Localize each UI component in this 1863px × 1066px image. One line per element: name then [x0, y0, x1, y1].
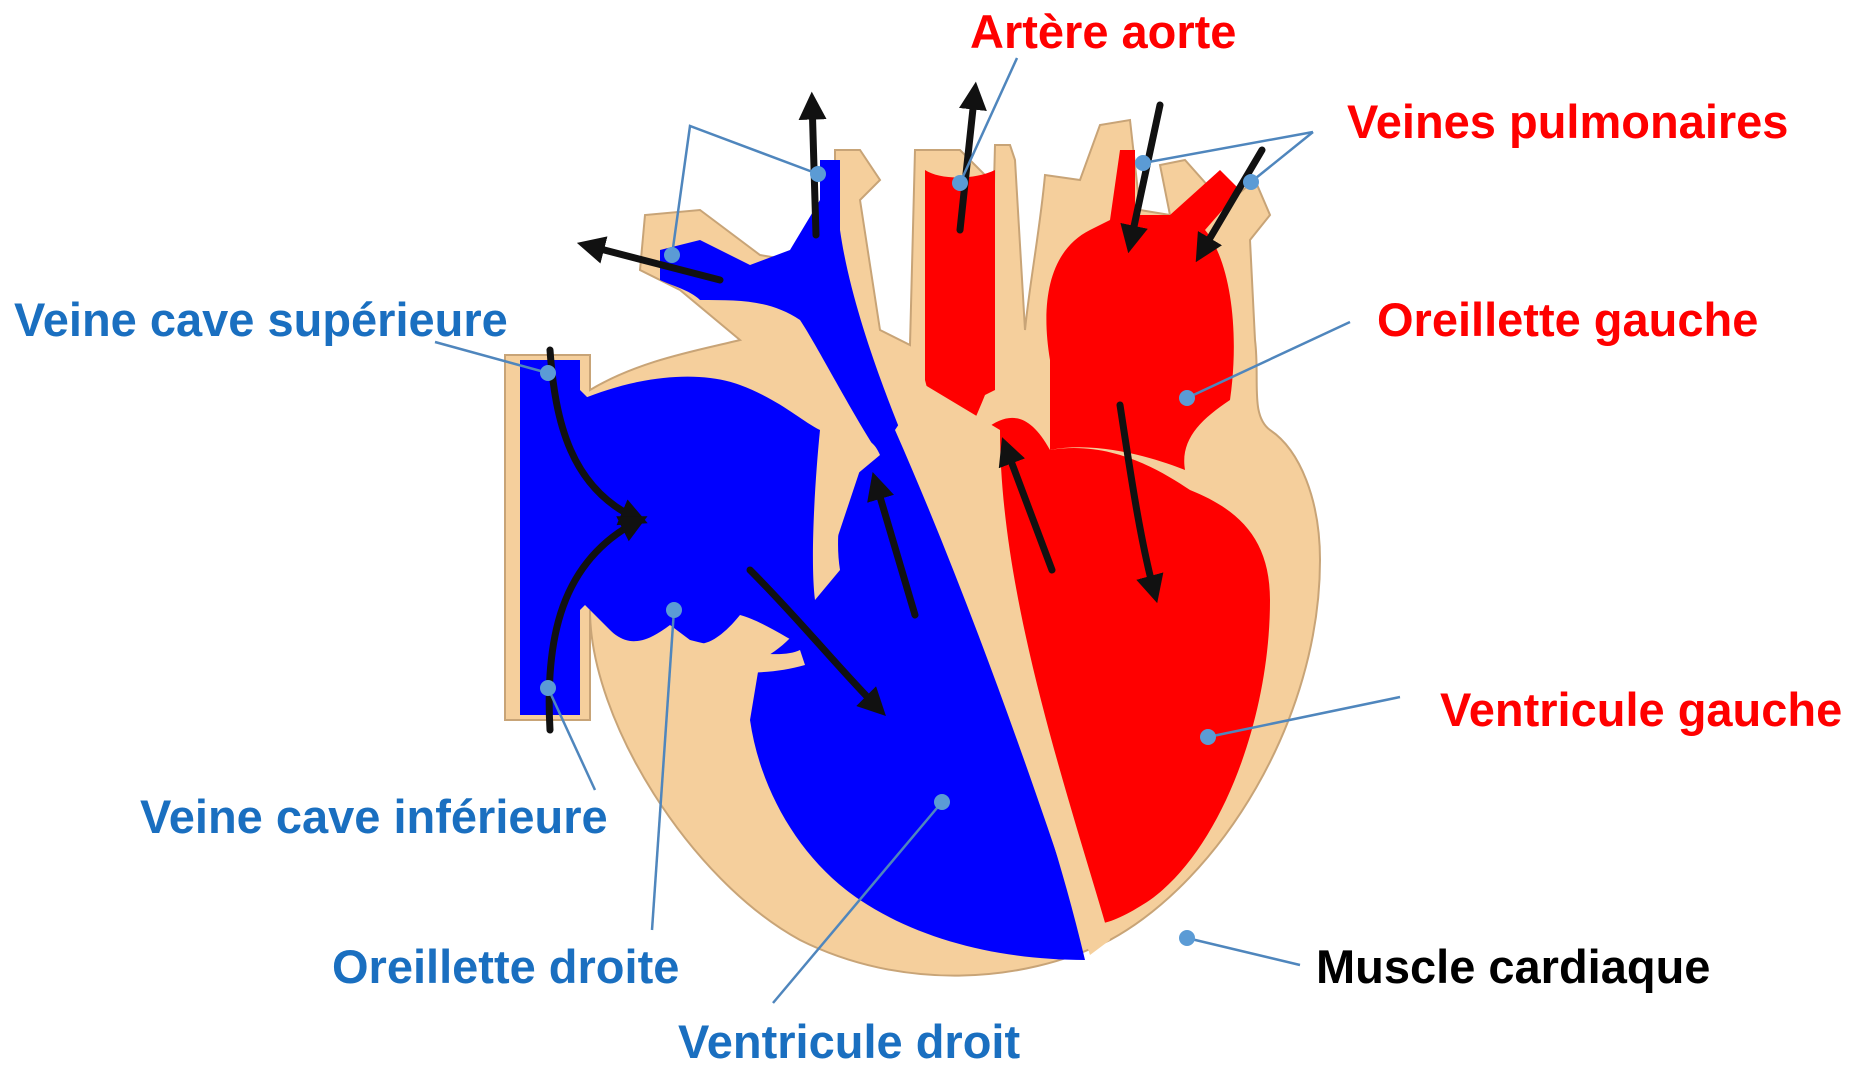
label-cardiac-muscle: Muscle cardiaque	[1316, 940, 1710, 993]
dot-rv	[934, 794, 950, 810]
label-inferior-vena-cava: Veine cave inférieure	[140, 790, 608, 843]
dot-pa-1	[664, 247, 680, 263]
dot-pa-2	[810, 166, 826, 182]
label-left-atrium: Oreillette gauche	[1377, 293, 1758, 346]
dot-ivc	[540, 680, 556, 696]
right-atrium-blood	[580, 377, 830, 650]
dot-svc	[540, 365, 556, 381]
label-left-ventricle: Ventricule gauche	[1440, 683, 1842, 736]
label-pulmonary-veins: Veines pulmonaires	[1347, 95, 1788, 148]
vena-cava-blood	[520, 360, 590, 715]
dot-muscle	[1179, 930, 1195, 946]
dot-ra	[666, 602, 682, 618]
dot-lv	[1200, 729, 1216, 745]
leader-pv-1	[1143, 132, 1313, 163]
dot-la	[1179, 390, 1195, 406]
dot-pv-1	[1135, 155, 1151, 171]
label-right-ventricle: Ventricule droit	[678, 1015, 1020, 1066]
label-superior-vena-cava: Veine cave supérieure	[14, 293, 508, 346]
dot-pv-2	[1243, 174, 1259, 190]
leader-muscle	[1187, 938, 1300, 965]
dot-aorta	[952, 175, 968, 191]
label-right-atrium: Oreillette droite	[332, 940, 679, 993]
label-arteria-aorta: Artère aorte	[970, 5, 1236, 58]
